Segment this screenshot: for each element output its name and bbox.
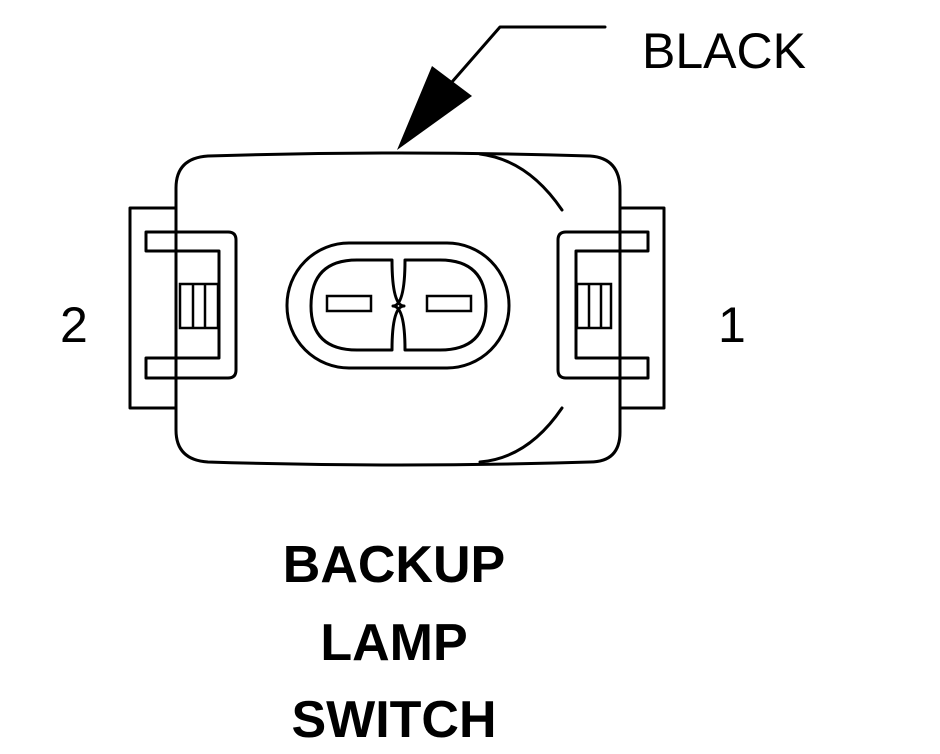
connector-body-outline <box>174 151 622 467</box>
title-line-2: LAMP <box>320 614 467 672</box>
title-line-1: BACKUP <box>283 536 505 594</box>
cavity-outline <box>285 241 511 370</box>
title-line-3: SWITCH <box>291 691 496 749</box>
wire-color-label: BLACK <box>642 23 806 79</box>
wire-color-callout: BLACK <box>397 23 806 150</box>
pin-number-left: 2 <box>60 297 88 353</box>
pin-number-right: 1 <box>718 297 746 353</box>
terminal-cavity <box>285 241 511 370</box>
right-latch-inner <box>556 230 650 380</box>
right-latch-outer <box>618 206 666 410</box>
left-latch-outer <box>128 206 178 410</box>
right-latch <box>556 206 666 410</box>
terminal-1-socket <box>391 258 488 352</box>
terminal-2-blade <box>325 294 373 313</box>
left-latch-tab <box>178 282 220 330</box>
callout-arrowhead <box>397 66 472 150</box>
component-title: BACKUP LAMP SWITCH <box>283 536 505 749</box>
left-latch <box>128 206 238 410</box>
terminal-1-blade <box>425 294 473 313</box>
right-latch-tab <box>575 282 613 330</box>
callout-leader-line <box>436 25 607 100</box>
left-latch-inner <box>144 230 238 380</box>
connector-body-contour-top <box>478 152 564 212</box>
terminal-2-socket <box>309 258 406 352</box>
connector-body <box>174 151 622 467</box>
connector-body-contour-bottom <box>478 406 564 464</box>
